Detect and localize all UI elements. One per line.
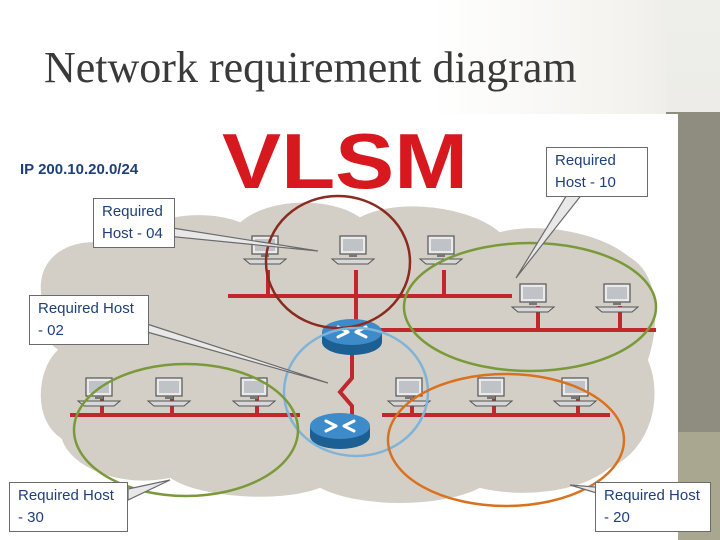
ip-address-label: IP 200.10.20.0/24 <box>20 161 139 178</box>
slide-title: Network requirement diagram <box>44 43 577 92</box>
callout-text: Required Host - 02 <box>38 300 134 339</box>
callout-required-host-20: Required Host - 20 <box>595 482 711 532</box>
router-upper <box>320 317 384 357</box>
callout-required-host-10: Required Host - 10 <box>546 147 648 197</box>
callout-pointers <box>127 192 621 501</box>
callout-text: Required Host - 30 <box>18 487 114 526</box>
router-lower <box>308 411 372 451</box>
lower-lan <box>70 345 610 420</box>
vlsm-logo: VLSM <box>222 117 468 205</box>
callout-text: Required Host - 04 <box>102 203 163 242</box>
subnet-ring-host-30 <box>72 362 300 498</box>
callout-text: Required Host - 10 <box>555 152 616 191</box>
subnet-ring-host-20 <box>386 372 626 508</box>
callout-required-host-30: Required Host - 30 <box>9 482 128 532</box>
subnet-ring-host-10 <box>402 241 658 373</box>
subnet-ring-host-02 <box>282 326 430 458</box>
subnet-ring-host-04 <box>264 194 412 330</box>
callout-required-host-04: Required Host - 04 <box>93 198 175 248</box>
callout-required-host-02: Required Host - 02 <box>29 295 149 345</box>
callout-text: Required Host - 20 <box>604 487 700 526</box>
